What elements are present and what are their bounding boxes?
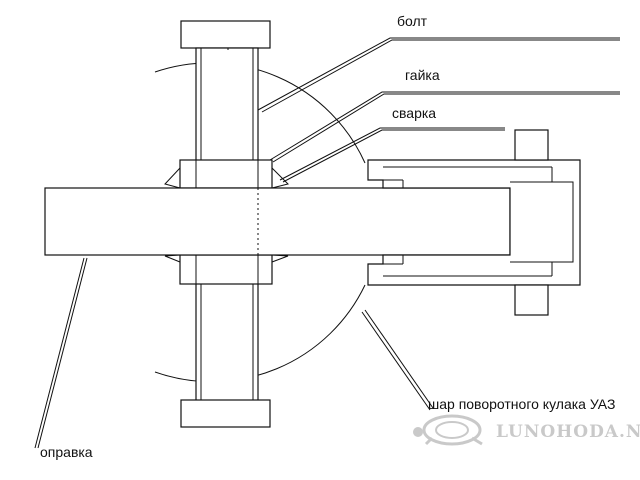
top-nut [179, 159, 273, 189]
label-weld: сварка [392, 105, 436, 121]
label-nut: гайка [405, 67, 440, 83]
label-ball: шар поворотного кулака УАЗ [428, 396, 615, 412]
label-mandrel: оправка [40, 444, 93, 460]
label-bolt: болт [397, 13, 428, 29]
watermark: LUNOHODA.NET [413, 414, 640, 446]
watermark-text: LUNOHODA.NET [496, 422, 640, 442]
knuckle-ball-outline [154, 62, 366, 383]
weld-seams [164, 167, 289, 263]
knuckle-housing [367, 129, 581, 316]
leader-lines [34, 37, 620, 449]
mandrel-bar [44, 187, 511, 256]
turtle-logo-icon [413, 414, 483, 446]
bottom-nut [179, 254, 273, 285]
